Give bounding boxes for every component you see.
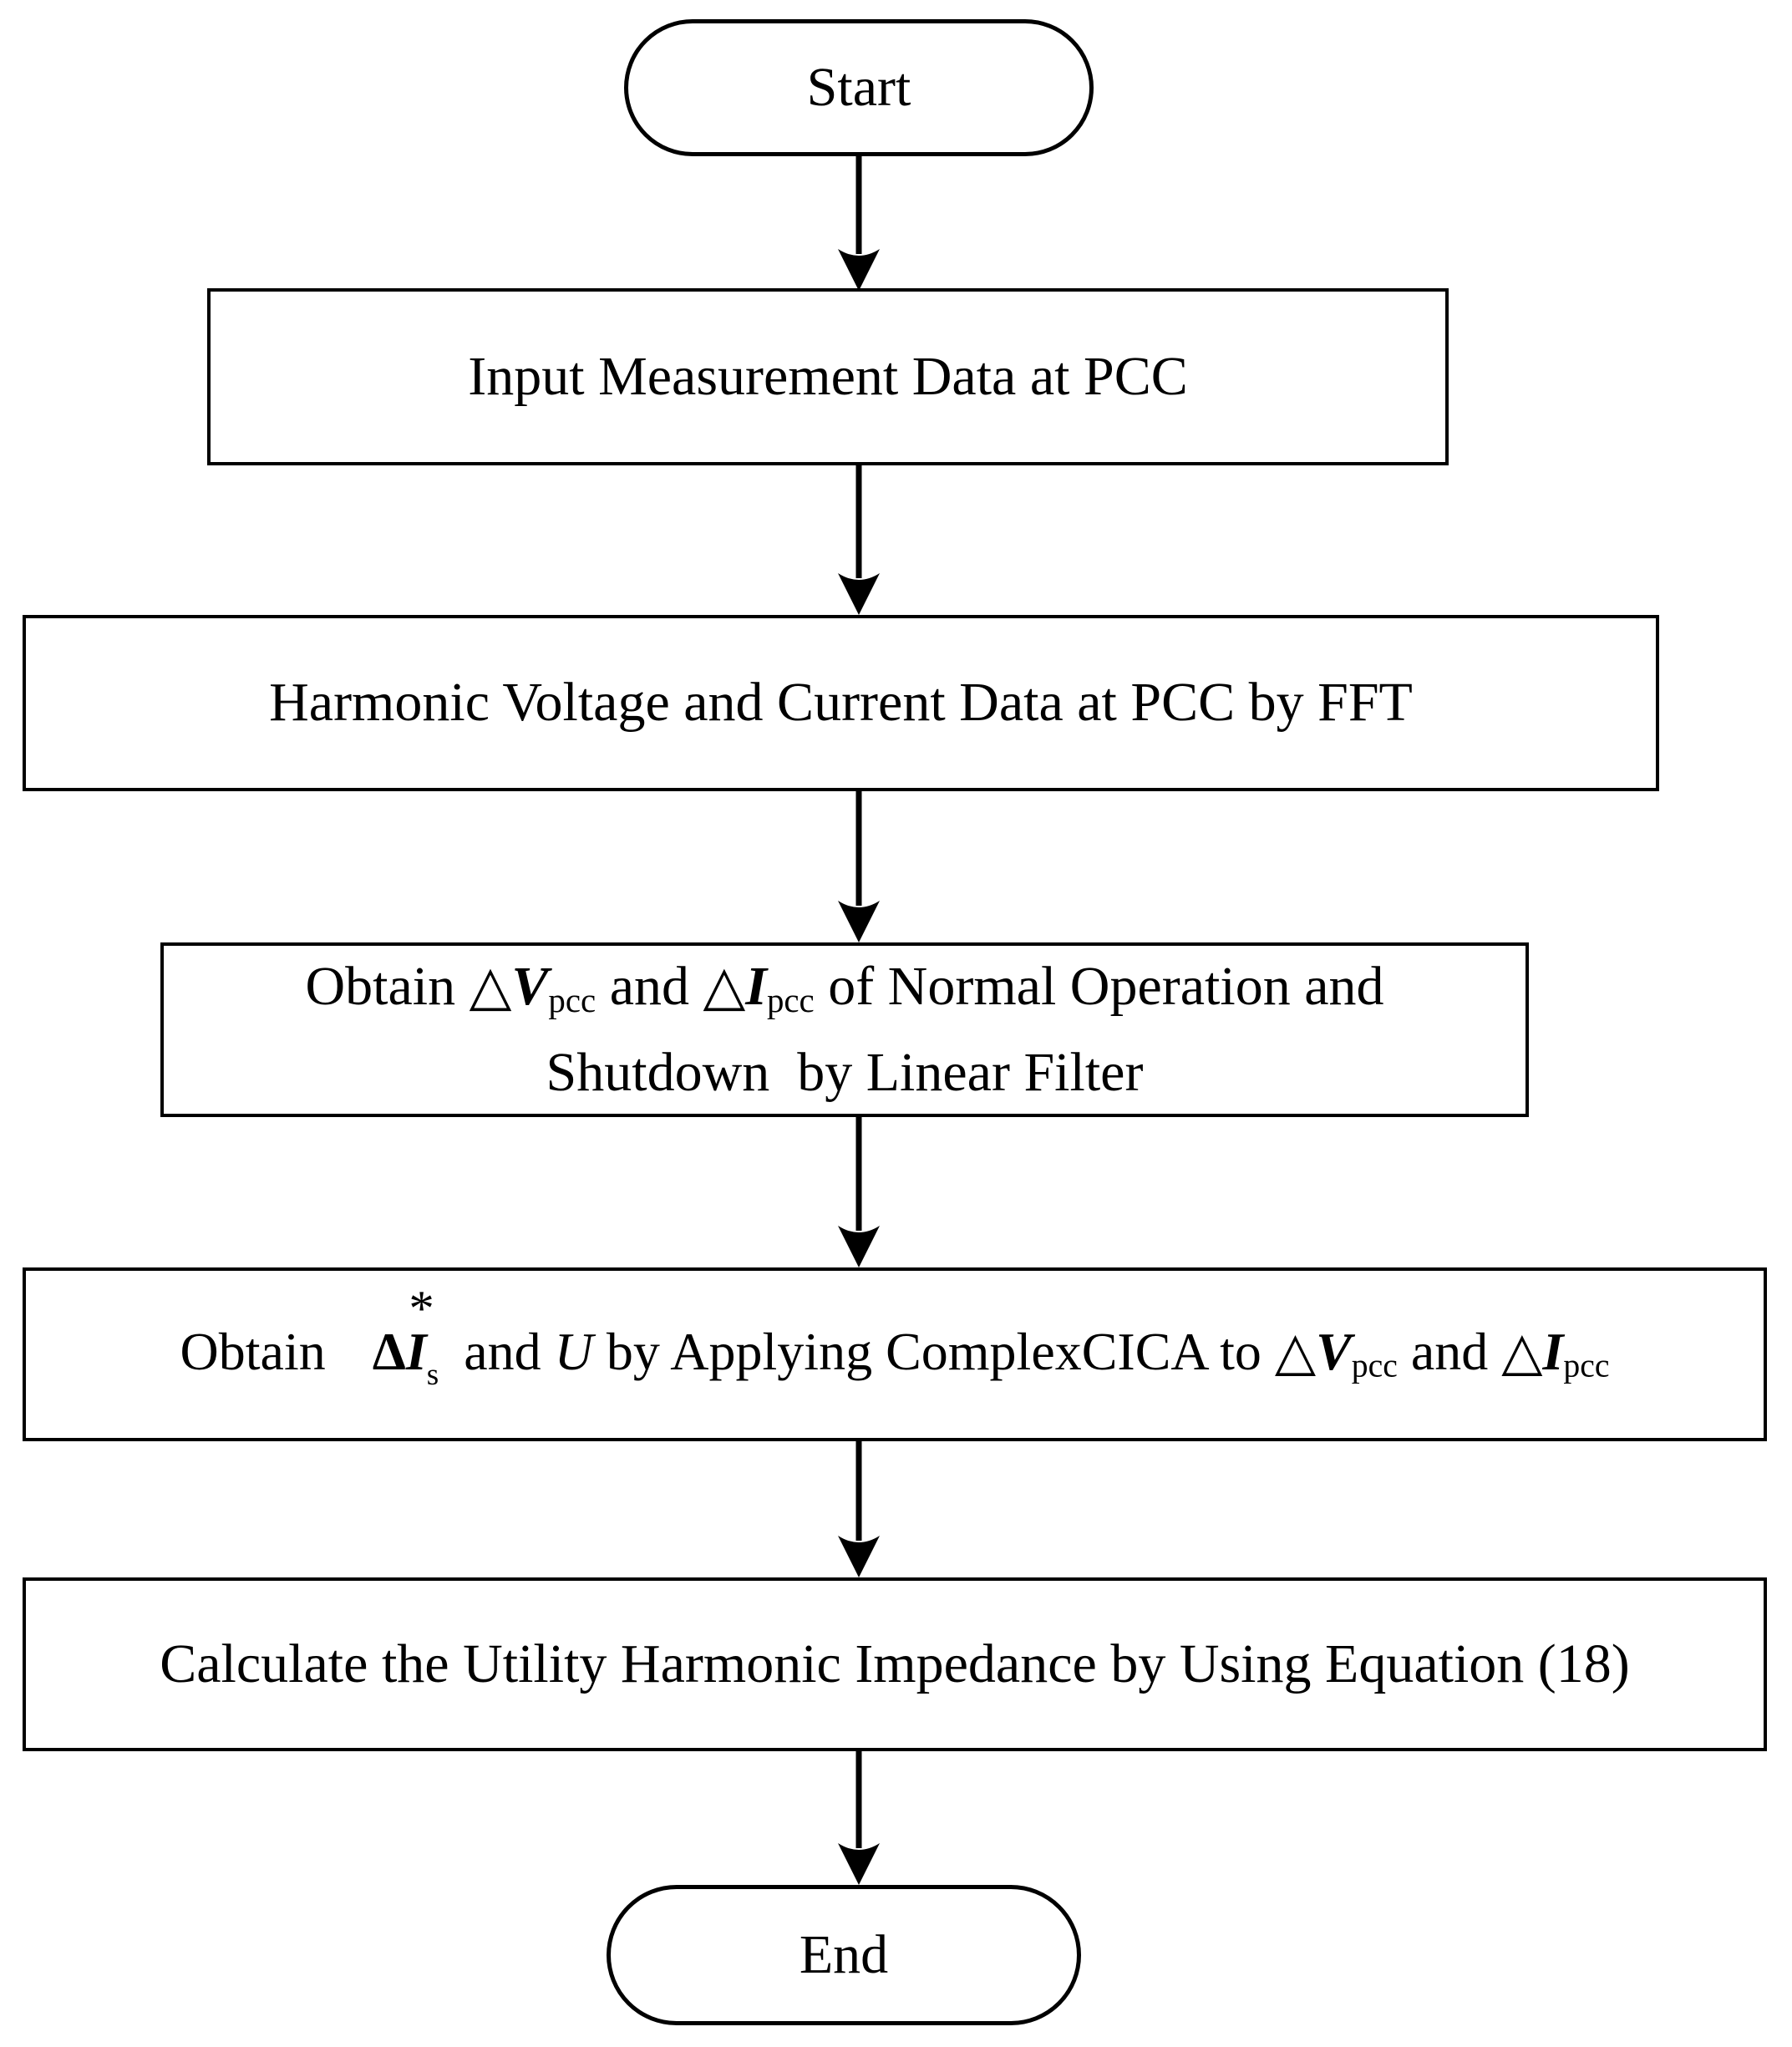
- pcc-subscript: pcc: [1351, 1347, 1398, 1384]
- process-obtain-complexcica: Obtain*ΔIs and U by Applying ComplexCICA…: [23, 1267, 1767, 1441]
- process-calculate-impedance: Calculate the Utility Harmonic Impedance…: [23, 1577, 1767, 1751]
- delta-i-s-star-symbol: *ΔIs: [372, 1281, 439, 1399]
- delta-symbol: Δ: [372, 1321, 406, 1381]
- voltage-symbol: V: [511, 956, 549, 1018]
- s-subscript: s: [426, 1357, 439, 1392]
- asterisk-superscript: *: [409, 1281, 434, 1338]
- pcc-subscript: pcc: [1563, 1347, 1610, 1384]
- text-part: and: [1397, 1321, 1502, 1381]
- current-symbol: I: [745, 956, 767, 1018]
- start-label: Start: [806, 56, 911, 118]
- triangle-delta-symbol: △: [1274, 1321, 1317, 1381]
- arrow-step1-to-step2: [838, 465, 880, 615]
- step2-label: Harmonic Voltage and Current Data at PCC…: [269, 672, 1413, 734]
- triangle-delta-symbol: △: [469, 956, 512, 1018]
- step3-line1: Obtain △Vpcc and △Ipcc of Normal Operati…: [305, 944, 1383, 1029]
- step4-label: Obtain*ΔIs and U by Applying ComplexCICA…: [180, 1281, 1610, 1399]
- process-harmonic-fft: Harmonic Voltage and Current Data at PCC…: [23, 615, 1659, 791]
- text-part: Obtain: [305, 956, 470, 1018]
- step1-label: Input Measurement Data at PCC: [468, 345, 1188, 407]
- text-part: of Normal Operation and: [814, 956, 1384, 1018]
- process-obtain-deltas-linear-filter: Obtain △Vpcc and △Ipcc of Normal Operati…: [160, 942, 1529, 1117]
- triangle-delta-symbol: △: [1501, 1321, 1543, 1381]
- start-terminal: Start: [624, 19, 1094, 156]
- pcc-subscript: pcc: [548, 982, 596, 1020]
- arrow-start-to-step1: [838, 156, 880, 291]
- triangle-delta-symbol: △: [703, 956, 746, 1018]
- arrow-step4-to-step5: [838, 1441, 880, 1577]
- text-part: by Applying ComplexCICA to: [592, 1321, 1275, 1381]
- step3-label: Obtain △Vpcc and △Ipcc of Normal Operati…: [305, 944, 1383, 1115]
- current-symbol: I: [1542, 1321, 1564, 1381]
- text-part: and: [596, 956, 703, 1018]
- process-input-measurement-data: Input Measurement Data at PCC: [207, 288, 1449, 465]
- end-label: End: [799, 1923, 889, 1985]
- current-symbol: I: [405, 1321, 427, 1381]
- arrow-step2-to-step3: [838, 791, 880, 942]
- pcc-subscript: pcc: [766, 982, 815, 1020]
- arrow-step5-to-end: [838, 1751, 880, 1885]
- step5-label: Calculate the Utility Harmonic Impedance…: [160, 1633, 1630, 1694]
- voltage-symbol: V: [1316, 1321, 1352, 1381]
- step3-line2: Shutdown by Linear Filter: [546, 1041, 1144, 1103]
- text-part: and: [450, 1321, 555, 1381]
- end-terminal: End: [607, 1885, 1081, 2025]
- text-part: Obtain: [180, 1321, 326, 1381]
- arrow-step3-to-step4: [838, 1117, 880, 1267]
- u-matrix-symbol: U: [554, 1321, 593, 1381]
